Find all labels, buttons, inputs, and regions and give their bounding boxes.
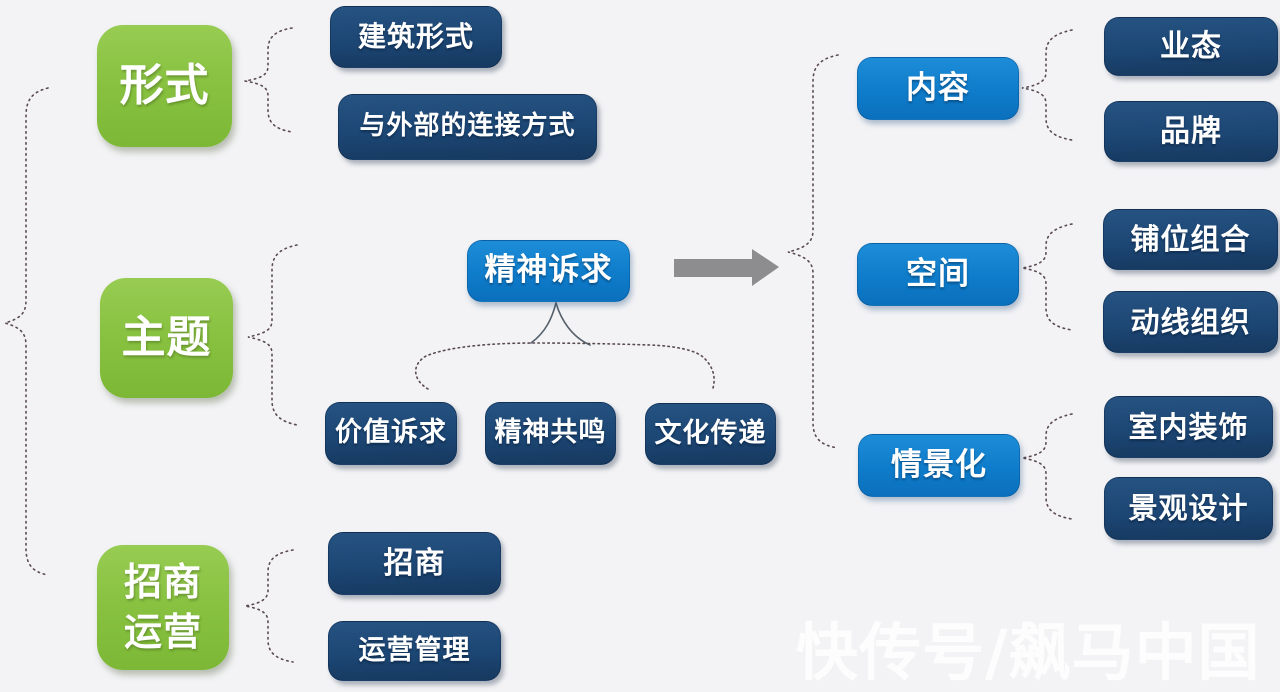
node-brand: 品牌 — [1104, 101, 1278, 162]
node-theme: 主题 — [100, 278, 233, 398]
watermark: 快传号/飙马中国 — [796, 616, 1261, 689]
brace-operations — [244, 549, 294, 663]
node-spiritual-resonance: 精神共鸣 — [485, 402, 616, 465]
node-brand-label: 品牌 — [1160, 113, 1222, 149]
node-investment-operations: 招商 运营 — [97, 545, 229, 670]
node-content-label: 内容 — [906, 69, 970, 106]
node-cultural-transmission: 文化传递 — [645, 403, 776, 465]
node-investment: 招商 — [328, 532, 501, 595]
brace-left-main — [2, 87, 49, 576]
hub-fork-connector-left — [530, 302, 557, 344]
node-investment-operations-line2: 运营 — [123, 609, 202, 654]
node-space-label: 空间 — [906, 255, 970, 292]
brace-space — [1021, 223, 1073, 331]
node-spiritual-appeal-label: 精神诉求 — [484, 252, 613, 289]
hub-fork-connector-right — [555, 302, 591, 346]
node-form: 形式 — [97, 25, 232, 147]
node-interior-decoration: 室内装饰 — [1104, 396, 1273, 458]
node-architectural-form: 建筑形式 — [330, 6, 502, 68]
hub-arc-connector — [414, 342, 715, 390]
node-investment-label: 招商 — [383, 545, 446, 581]
node-circulation-organization-label: 动线组织 — [1130, 304, 1251, 339]
node-scenario: 情景化 — [858, 434, 1020, 497]
node-circulation-organization: 动线组织 — [1103, 291, 1278, 353]
node-content: 内容 — [857, 57, 1019, 120]
node-operations-management: 运营管理 — [328, 621, 501, 681]
node-interior-decoration-label: 室内装饰 — [1128, 409, 1249, 444]
node-spiritual-resonance-label: 精神共鸣 — [494, 417, 607, 449]
node-cultural-transmission-label: 文化传递 — [654, 417, 767, 449]
node-shop-mix: 铺位组合 — [1103, 209, 1278, 270]
node-form-label: 形式 — [119, 59, 210, 111]
node-shop-mix-label: 铺位组合 — [1130, 222, 1251, 257]
brace-theme — [247, 244, 298, 426]
node-value-appeal-label: 价值诉求 — [335, 417, 447, 449]
node-value-appeal: 价值诉求 — [325, 402, 457, 465]
node-external-connection-label: 与外部的连接方式 — [359, 111, 576, 142]
brace-content — [1021, 29, 1073, 141]
node-business-format: 业态 — [1104, 17, 1278, 76]
node-architectural-form-label: 建筑形式 — [357, 20, 474, 54]
arrow-right-icon — [674, 249, 779, 286]
node-spiritual-appeal: 精神诉求 — [467, 240, 630, 302]
node-scenario-label: 情景化 — [891, 446, 987, 483]
node-investment-operations-line1: 招商 — [123, 560, 202, 605]
node-business-format-label: 业态 — [1160, 28, 1222, 64]
brace-scenario — [1021, 413, 1073, 520]
node-landscape-design-label: 景观设计 — [1128, 491, 1249, 526]
node-theme-label: 主题 — [121, 311, 212, 363]
brace-form — [244, 27, 293, 133]
node-space: 空间 — [857, 243, 1019, 306]
node-operations-management-label: 运营管理 — [358, 634, 471, 666]
node-landscape-design: 景观设计 — [1104, 477, 1273, 540]
brace-right-main — [787, 54, 839, 449]
node-external-connection: 与外部的连接方式 — [338, 94, 597, 160]
